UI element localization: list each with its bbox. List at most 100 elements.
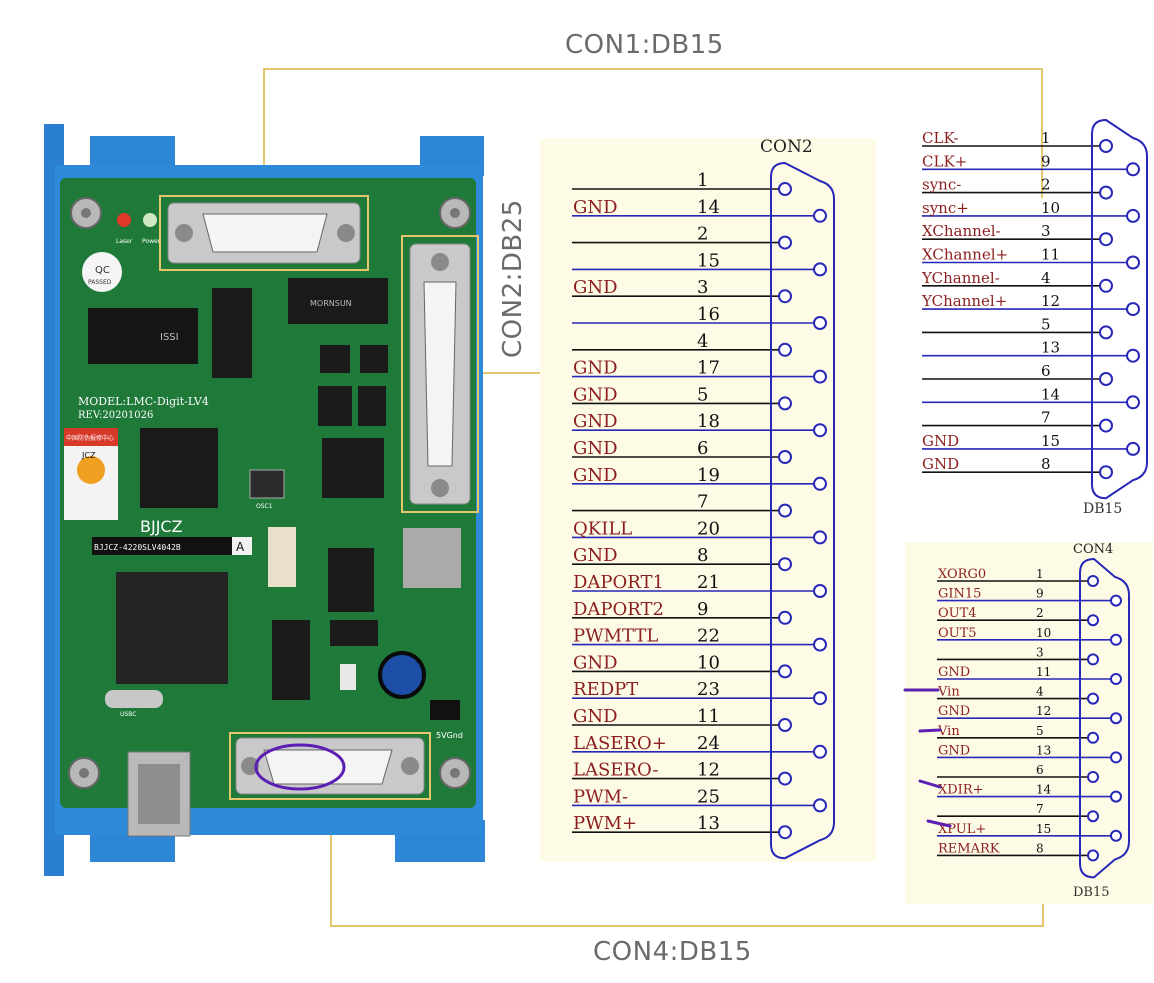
con4-shell-outline	[1079, 557, 1130, 879]
con2-pin-label: GND	[573, 706, 618, 727]
laser-led-icon	[117, 213, 131, 227]
con1-pin-number: 4	[1041, 269, 1051, 287]
con1-pin-label: sync-	[922, 176, 961, 194]
con4-pin-hole-icon	[1087, 575, 1099, 587]
con2-pin-number: 22	[697, 626, 720, 647]
con2-pin-label: DAPORT2	[573, 599, 664, 620]
con4-pin-number: 2	[1036, 606, 1044, 620]
con4-pin-number: 3	[1036, 645, 1044, 659]
con2-pin-label: GND	[573, 545, 618, 566]
board-serial: BJJCZ-4220SLV4042B	[94, 543, 181, 552]
con4-pin-hole-icon	[1110, 790, 1122, 803]
con4-pin-number: 6	[1036, 763, 1044, 777]
con2-pin-number: 9	[697, 599, 708, 620]
con4-pin-number: 10	[1036, 626, 1051, 640]
con4-pin-hole-icon	[1087, 692, 1099, 705]
con2-shell-outline	[770, 161, 835, 860]
con1-pin-hole-icon	[1099, 372, 1113, 386]
con2-pin-hole-icon	[778, 342, 792, 357]
con1-pin-number: 3	[1041, 222, 1051, 240]
osc-label: OSC1	[256, 503, 273, 510]
con2-pin-label: DAPORT1	[573, 572, 664, 593]
con2-pin-label: GND	[573, 438, 618, 459]
con4-pin-label: 5VGnd	[436, 731, 463, 740]
con2-pin-number: 16	[697, 304, 720, 325]
con4-pin-hole-icon	[1110, 751, 1122, 764]
con2-pin-label: PWM+	[573, 813, 637, 834]
con4-pin-hole-icon	[1087, 731, 1099, 744]
con4-pin-hole-icon	[1110, 594, 1122, 607]
con2-pin-hole-icon	[778, 182, 792, 196]
mount-screws	[68, 197, 471, 789]
board-con1-port	[159, 195, 369, 271]
con2-pin-label: GND	[573, 652, 618, 673]
con2-pin-number: 17	[697, 358, 720, 379]
con4-pin-label: XORG0	[938, 567, 986, 582]
con4-pin-label: OUT4	[938, 606, 977, 621]
con2-pin-hole-icon	[778, 503, 792, 518]
annotation-mark	[926, 819, 952, 828]
con2-pin-hole-icon	[813, 691, 827, 706]
con1-pin-number: 6	[1041, 362, 1051, 380]
con4-pin-hole-icon	[1087, 810, 1099, 823]
con1-pin-hole-icon	[1126, 348, 1140, 363]
con1-pin-number: 11	[1041, 246, 1060, 264]
con1-pin-hole-icon	[1099, 325, 1113, 340]
con4-pin-hole-icon	[1110, 673, 1122, 685]
chip-text: ISSI	[160, 332, 179, 343]
con4-pin-number: 1	[1036, 567, 1044, 581]
con4-pin-number: 15	[1036, 822, 1051, 836]
con1-pin-label: CLK-	[922, 129, 959, 147]
con2-pin-number: 20	[697, 518, 720, 539]
con1-footer-label: DB15	[1083, 501, 1122, 517]
con1-pin-hole-icon	[1126, 162, 1140, 177]
con2-pin-number: 21	[697, 572, 720, 593]
con1-pin-hole-icon	[1126, 255, 1140, 270]
con4-pin-label: OUT5	[938, 626, 977, 641]
con2-pin-number: 23	[697, 679, 720, 700]
con1-pin-number: 14	[1041, 385, 1060, 403]
con2-pin-number: 1	[697, 170, 708, 191]
qc-text-2: PASSED	[88, 279, 112, 286]
con4-pin-number: 11	[1036, 665, 1051, 679]
con4-pin-number: 4	[1036, 685, 1044, 699]
con4-pin-hole-icon	[1110, 712, 1122, 725]
con2-pin-hole-icon	[813, 423, 827, 438]
con2-pin-hole-icon	[778, 235, 792, 250]
con2-pin-hole-icon	[778, 771, 792, 786]
con1-pin-number: 1	[1041, 129, 1051, 147]
con2-pin-label: GND	[573, 358, 618, 379]
con4-pin-number: 9	[1036, 587, 1044, 601]
con1-group: CLK-1CLK+9sync-2sync+10XChannel-3XChanne…	[921, 118, 1148, 517]
usb-port	[127, 751, 191, 837]
board-model-line1: MODEL:LMC-Digit-LV4	[78, 395, 209, 408]
con2-pin-number: 19	[697, 465, 720, 486]
con2-pin-number: 5	[697, 384, 708, 405]
con2-pin-number: 14	[697, 197, 720, 218]
con1-pin-label: XChannel+	[922, 246, 1008, 264]
board-components	[64, 252, 461, 720]
con1-pin-label: CLK+	[922, 152, 967, 170]
con2-pin-label: GND	[573, 411, 618, 432]
con1-pin-hole-icon	[1099, 232, 1113, 247]
board-rev-letter: A	[236, 540, 245, 554]
con2-pin-number: 12	[697, 760, 720, 781]
con4-title-label: CON4	[1073, 542, 1113, 557]
con1-pin-number: 13	[1041, 339, 1060, 357]
con4-pin-label: Vin	[937, 724, 960, 739]
con1-pin-hole-icon	[1099, 185, 1113, 200]
con4-pin-hole-icon	[1087, 614, 1099, 627]
con2-pin-number: 25	[697, 786, 720, 807]
con1-pin-hole-icon	[1126, 302, 1140, 317]
con1-pin-label: GND	[922, 432, 959, 450]
con2-title-label: CON2	[760, 137, 813, 157]
con2-pin-label: GND	[573, 384, 618, 405]
con1-pin-hole-icon	[1126, 441, 1140, 456]
con1-pin-hole-icon	[1099, 465, 1113, 480]
con2-pin-hole-icon	[778, 289, 792, 304]
con2-pin-hole-icon	[813, 316, 827, 330]
board-con4-port	[229, 732, 431, 800]
con2-pin-hole-icon	[813, 530, 827, 545]
